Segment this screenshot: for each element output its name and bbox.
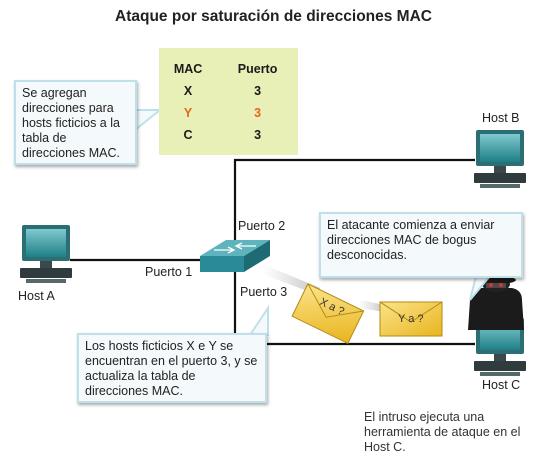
switch-icon <box>200 240 270 272</box>
mac-address-table: MAC Puerto X 3 Y 3 C 3 <box>159 48 298 155</box>
motion-streaks <box>262 265 385 312</box>
port-3-label: Puerto 3 <box>240 285 288 299</box>
port-cell: 3 <box>254 128 262 142</box>
host-c-label: Host C <box>482 378 521 392</box>
envelope-x-icon <box>291 283 365 345</box>
table-row: C 3 <box>159 124 298 146</box>
link-switch-host-b <box>233 158 475 243</box>
port-2-label: Puerto 2 <box>238 219 286 233</box>
mac-cell: C <box>183 128 193 142</box>
mac-cell: Y <box>183 106 193 120</box>
callout-hosts-port3: Los hosts ficticios X e Y se encuentran … <box>77 333 267 403</box>
host-b-computer-icon <box>474 130 526 188</box>
host-b-label: Host B <box>482 111 520 125</box>
envelope-y-icon <box>379 301 443 337</box>
callout-pointer-left <box>134 109 163 133</box>
port-cell: 3 <box>254 106 262 120</box>
table-row: Y 3 <box>159 102 298 124</box>
table-row: X 3 <box>159 80 298 102</box>
port-cell: 3 <box>254 84 262 98</box>
envelope-y-label: Y a ? <box>398 313 424 325</box>
callout-pointer-bottom <box>248 304 269 336</box>
host-a-label: Host A <box>18 289 55 303</box>
port-1-label: Puerto 1 <box>145 265 193 279</box>
callout-fictitious-added: Se agregan direcciones para hosts fictic… <box>14 80 137 165</box>
mac-cell: X <box>183 84 193 98</box>
diagram-title: Ataque por saturación de direcciones MAC <box>115 8 432 25</box>
intruder-note: El intruso ejecuta una herramienta de at… <box>364 410 521 454</box>
port-column-header: Puerto <box>237 62 278 76</box>
callout-attacker-sends: El atacante comienza a enviar direccione… <box>319 212 523 278</box>
host-a-computer-icon <box>20 225 72 283</box>
mac-column-header: MAC <box>173 62 203 76</box>
